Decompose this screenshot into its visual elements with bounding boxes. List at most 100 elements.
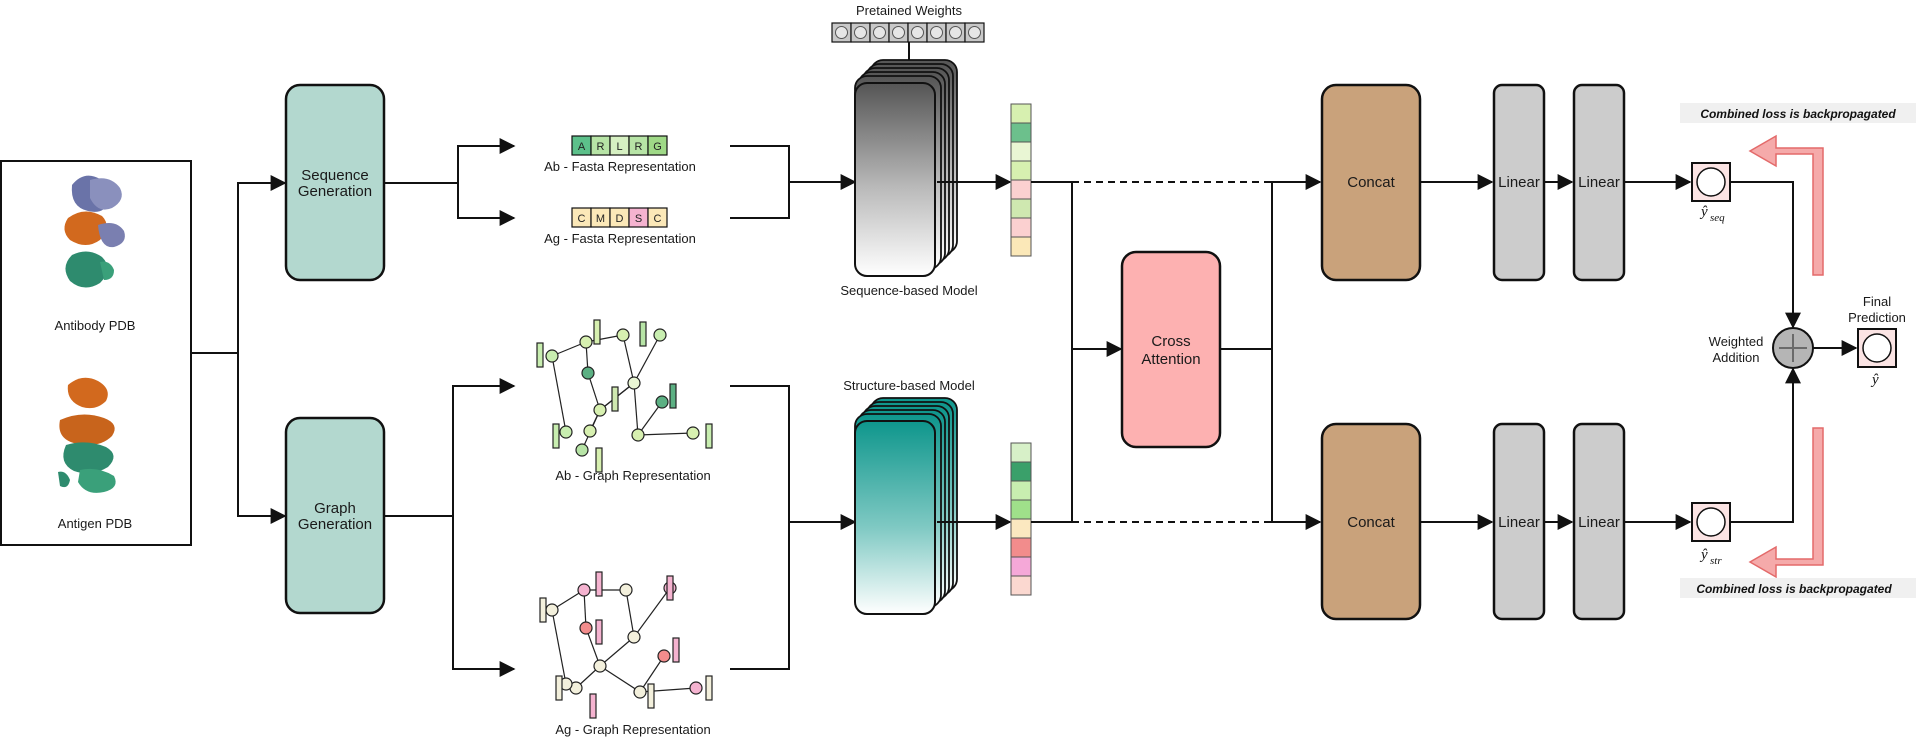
- sequence-cell: L: [609, 135, 630, 156]
- embedding-cell: [1010, 141, 1032, 162]
- embedding-cell: [1010, 499, 1032, 520]
- embedding-cell: [1010, 556, 1032, 577]
- sequence-letter: A: [578, 141, 586, 153]
- svg-text:str: str: [1710, 555, 1722, 567]
- input-pdb-box: Antibody PDB Antigen PDB: [0, 160, 192, 546]
- svg-text:ŷ: ŷ: [1699, 547, 1708, 563]
- weight-cell: [907, 22, 928, 43]
- embedding-cell: [1010, 122, 1032, 143]
- svg-text:Sequence: Sequence: [301, 167, 369, 184]
- sequence-cell: R: [628, 135, 649, 156]
- concat-top-box: Concat: [1320, 83, 1422, 282]
- sequence-cell: A: [571, 135, 592, 156]
- ag-graph-label: Ag - Graph Representation: [555, 722, 710, 737]
- svg-text:Concat: Concat: [1347, 174, 1395, 191]
- ag-graph: [539, 571, 713, 719]
- sequence-cell: G: [647, 135, 668, 156]
- weight-cell: [964, 22, 985, 43]
- embedding-cell: [1010, 461, 1032, 482]
- model-embedding-connectors: [937, 174, 1012, 530]
- weight-cell: [869, 22, 890, 43]
- linear-connectors: [1420, 174, 1692, 530]
- sequence-embedding-vector: [1010, 103, 1032, 257]
- antibody-structure-image: [64, 175, 125, 288]
- embedding-cell: [1010, 236, 1032, 257]
- loss-arrow-bottom: [1748, 427, 1824, 579]
- sequence-model-label: Sequence-based Model: [840, 283, 977, 298]
- svg-text:Linear: Linear: [1578, 514, 1620, 531]
- svg-text:Concat: Concat: [1347, 514, 1395, 531]
- sequence-letter: L: [616, 141, 622, 153]
- structure-model-stack: [854, 397, 958, 615]
- sequence-cell: M: [590, 207, 611, 228]
- ab-graph: [536, 319, 713, 473]
- structure-embedding-vector: [1010, 442, 1032, 596]
- sequence-letter: R: [597, 141, 605, 153]
- linear-bottom-1: Linear: [1492, 422, 1546, 621]
- svg-text:Generation: Generation: [298, 516, 372, 533]
- linear-top-1: Linear: [1492, 83, 1546, 282]
- ab-graph-label: Ab - Graph Representation: [555, 468, 710, 483]
- structure-model-label: Structure-based Model: [843, 378, 975, 393]
- svg-text:Combined loss is backpropagate: Combined loss is backpropagated: [1700, 107, 1896, 121]
- y-str-label: ŷ str: [1699, 547, 1722, 567]
- weighted-addition-label-2: Addition: [1713, 350, 1760, 365]
- y-seq-label: ŷ seq: [1699, 204, 1725, 224]
- weight-cell: [888, 22, 909, 43]
- final-prediction-label-2: Prediction: [1848, 310, 1906, 325]
- embedding-cell: [1010, 442, 1032, 463]
- final-prediction-node: [1857, 328, 1897, 368]
- embedding-cell: [1010, 160, 1032, 181]
- svg-text:seq: seq: [1710, 212, 1725, 224]
- antigen-pdb-label: Antigen PDB: [58, 516, 132, 531]
- representation-connectors: [730, 145, 857, 670]
- sequence-model-stack: [854, 59, 958, 277]
- loss-banner-bottom: Combined loss is backpropagated: [1680, 578, 1916, 598]
- output-connectors: [1730, 181, 1858, 523]
- svg-text:Linear: Linear: [1498, 514, 1540, 531]
- generator-connectors: [384, 138, 516, 677]
- weighted-addition-node: [1772, 327, 1814, 369]
- embedding-cell: [1010, 198, 1032, 219]
- cross-attention-connectors: [1220, 174, 1322, 530]
- sequence-letter: R: [635, 141, 643, 153]
- svg-text:Graph: Graph: [314, 500, 356, 517]
- ag-fasta-label: Ag - Fasta Representation: [544, 231, 696, 246]
- sequence-letter: G: [653, 141, 662, 153]
- weight-cell: [850, 22, 871, 43]
- sequence-letter: S: [635, 213, 642, 225]
- sequence-cell: S: [628, 207, 649, 228]
- pretrained-weights-label: Pretained Weights: [856, 3, 962, 18]
- weighted-addition-label-1: Weighted: [1709, 334, 1764, 349]
- sequence-generation-box: Sequence Generation: [284, 83, 386, 282]
- svg-text:Combined loss is backpropagate: Combined loss is backpropagated: [1696, 582, 1892, 596]
- weight-cell: [831, 22, 852, 43]
- linear-bottom-2: Linear: [1572, 422, 1626, 621]
- loss-banner-top: Combined loss is backpropagated: [1680, 103, 1916, 123]
- sequence-letter: M: [596, 213, 605, 225]
- loss-arrow-top: [1748, 134, 1824, 276]
- svg-text:Generation: Generation: [298, 183, 372, 200]
- y-str-node: [1691, 502, 1731, 542]
- final-prediction-label-1: Final: [1863, 294, 1891, 309]
- svg-text:Linear: Linear: [1578, 174, 1620, 191]
- antigen-structure-image: [58, 377, 116, 493]
- sequence-cell: C: [571, 207, 592, 228]
- y-seq-node: [1691, 162, 1731, 202]
- svg-text:Attention: Attention: [1141, 351, 1200, 368]
- sequence-letter: C: [578, 213, 586, 225]
- sequence-letter: D: [616, 213, 624, 225]
- embedding-cell: [1010, 217, 1032, 238]
- weight-cell: [926, 22, 947, 43]
- sequence-cell: R: [590, 135, 611, 156]
- sequence-letter: C: [654, 213, 662, 225]
- sequence-cell: D: [609, 207, 630, 228]
- embedding-cell: [1010, 575, 1032, 596]
- sequence-cell: C: [647, 207, 668, 228]
- svg-text:Linear: Linear: [1498, 174, 1540, 191]
- graph-generation-box: Graph Generation: [284, 416, 386, 615]
- embedding-cell: [1010, 518, 1032, 539]
